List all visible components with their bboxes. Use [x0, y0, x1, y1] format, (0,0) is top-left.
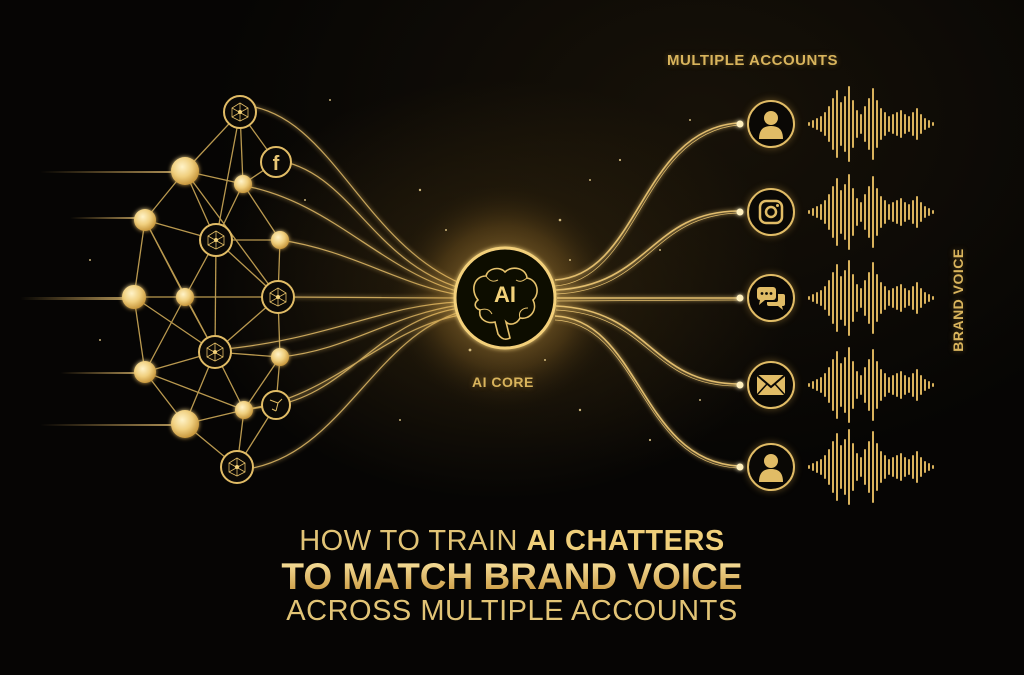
network-edges	[133, 111, 281, 468]
title-highlight: AI CHATTERS	[526, 525, 725, 557]
multiple-accounts-label: MULTIPLE ACCOUNTS	[667, 52, 838, 69]
title-line-2: TO MATCH BRAND VOICE	[0, 558, 1024, 595]
user-icon	[759, 111, 783, 139]
network-nodes	[122, 157, 289, 438]
neural-network-icon	[198, 95, 295, 484]
particles	[89, 99, 701, 442]
ai-core	[453, 246, 557, 350]
instagram-icon	[758, 199, 784, 225]
incoming-beams	[20, 171, 185, 426]
mail-icon	[756, 374, 786, 396]
facebook-icon: f	[260, 146, 292, 178]
brand-voice-label: BRAND VOICE	[950, 248, 966, 352]
svg-text:f: f	[273, 153, 280, 175]
account-email[interactable]	[747, 361, 795, 409]
connection-sparks	[736, 120, 744, 471]
ai-badge-text: AI	[494, 282, 516, 307]
chat-bubbles-icon	[757, 287, 785, 310]
ai-core-label: AI CORE	[472, 374, 534, 390]
account-user-1[interactable]	[747, 100, 795, 148]
title-line-3: ACROSS MULTIPLE ACCOUNTS	[286, 595, 738, 627]
page-title: HOW TO TRAIN AI CHATTERS TO MATCH BRAND …	[0, 527, 1024, 626]
title-line-1: HOW TO TRAIN AI CHATTERS	[299, 525, 725, 557]
account-chat[interactable]	[747, 274, 795, 322]
user-icon	[759, 454, 783, 482]
sound-waves	[808, 86, 934, 505]
flow-lines-right	[554, 122, 739, 469]
account-user-2[interactable]	[747, 443, 795, 491]
account-instagram[interactable]	[747, 188, 795, 236]
brain-icon	[473, 267, 538, 340]
